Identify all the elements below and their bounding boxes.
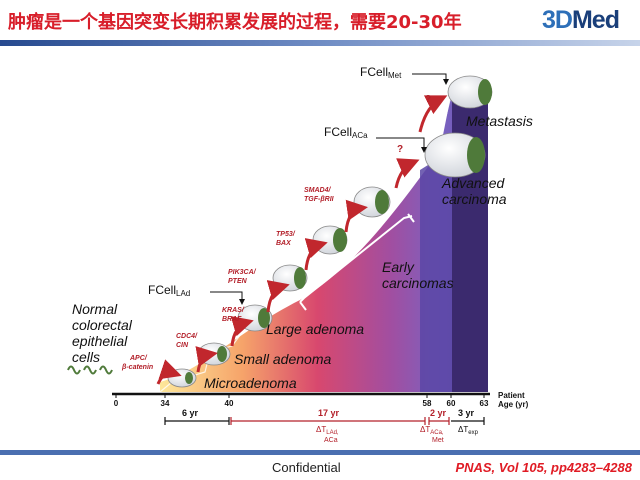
early-carcinomas-bracket xyxy=(299,215,413,303)
footer-divider xyxy=(0,450,640,455)
metastasis-cell-icon xyxy=(447,75,493,109)
bracket-ends xyxy=(299,213,415,311)
interval-2-label: 17 yr xyxy=(318,408,340,418)
early-carcinomas-label-2: carcinomas xyxy=(382,275,454,291)
fcell-lad-label: FCellLAd xyxy=(148,283,190,298)
logo-part-1: 3D xyxy=(542,6,573,34)
gene-cdc4-label-1: CDC4/ xyxy=(176,333,198,340)
large-adenoma-label: Large adenoma xyxy=(266,321,364,337)
fcell-pointers xyxy=(210,73,449,305)
interval-4-label: 3 yr xyxy=(458,408,475,418)
question-mark-1: ? xyxy=(397,144,403,155)
fcell-met-label: FCellMet xyxy=(360,65,402,80)
gene-smad4-label-1: SMAD4/ xyxy=(304,187,332,194)
interval-3-label: 2 yr xyxy=(430,408,447,418)
header-divider xyxy=(0,40,640,46)
citation-label: PNAS, Vol 105, pp4283–4288 xyxy=(455,460,632,475)
normal-cells-label-3: epithelial xyxy=(72,333,128,349)
company-logo: 3DMed xyxy=(542,6,620,35)
axis-label-line1: Patient xyxy=(498,391,525,400)
tick-63: 63 xyxy=(480,399,489,408)
normal-cells-icon xyxy=(67,365,113,375)
logo-part-2: Med xyxy=(571,6,620,34)
axis-ticks xyxy=(115,394,485,398)
interval-3-sub-1: ΔTACa, xyxy=(420,425,444,436)
gene-apc-label-2: β-catenin xyxy=(121,364,153,371)
question-mark-2: ? xyxy=(425,94,431,105)
progression-area xyxy=(160,90,488,392)
interval-3-sub-2: Met xyxy=(432,437,444,444)
normal-cells-label-4: cells xyxy=(72,349,100,365)
slide-title: 肿瘤是一个基因突变长期积累发展的过程，需要20-30年 xyxy=(8,12,462,33)
small-adenoma-label: Small adenoma xyxy=(234,351,331,367)
normal-cells-label-1: Normal xyxy=(72,301,118,317)
gene-tp53-label-2: BAX xyxy=(276,240,292,247)
smad4-stage-cell-icon xyxy=(353,186,391,218)
mid-late-band xyxy=(420,150,452,392)
advanced-carcinoma-label-1: Advanced xyxy=(441,175,505,191)
mutation-step-arrows xyxy=(156,95,448,385)
microadenoma-label: Microadenoma xyxy=(204,375,297,391)
gene-smad4-label-2: TGF-βRII xyxy=(304,196,335,203)
confidential-label: Confidential xyxy=(272,460,341,475)
normal-cells-label-2: colorectal xyxy=(72,317,133,333)
gene-kras-label-1: KRAS/ xyxy=(222,307,245,314)
metastasis-label: Metastasis xyxy=(466,113,533,129)
pik3ca-stage-cell-icon xyxy=(272,264,308,292)
interval-bars xyxy=(164,417,485,425)
tp53-stage-cell-icon xyxy=(312,225,348,255)
fcell-aca-label: FCellACa xyxy=(324,125,368,140)
gene-pik3ca-label-2: PTEN xyxy=(228,278,248,285)
gene-kras-label-2: BRAF xyxy=(222,316,242,323)
early-carcinomas-label-1: Early xyxy=(382,259,415,275)
tick-40: 40 xyxy=(225,399,234,408)
gene-apc-label-1: APC/ xyxy=(129,355,148,362)
tick-60: 60 xyxy=(447,399,456,408)
interval-2-sub-1: ΔTLAd, xyxy=(316,425,339,436)
advanced-carcinoma-label-2: carcinoma xyxy=(442,191,507,207)
interval-2-sub-2: ACa xyxy=(324,437,338,444)
gene-tp53-label-1: TP53/ xyxy=(276,231,296,238)
tick-0: 0 xyxy=(114,399,119,408)
advanced-carcinoma-cell-icon xyxy=(424,132,486,178)
interval-bars-red xyxy=(230,417,450,425)
axis-label-line2: Age (yr) xyxy=(498,400,529,409)
gene-pik3ca-label-1: PIK3CA/ xyxy=(228,269,257,276)
gene-cdc4-label-2: CIN xyxy=(176,342,189,349)
tick-34: 34 xyxy=(161,399,170,408)
interval-4-sub: ΔTexp xyxy=(458,425,479,436)
tick-58: 58 xyxy=(423,399,432,408)
interval-1-label: 6 yr xyxy=(182,408,199,418)
